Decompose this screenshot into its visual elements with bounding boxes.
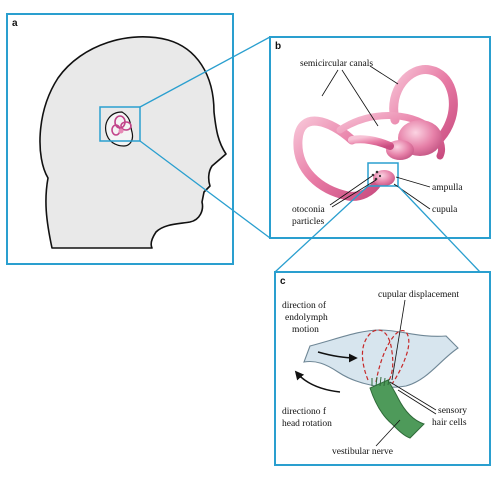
panel-a: a [6, 13, 234, 265]
panel-c-letter: c [280, 276, 286, 287]
zoom-line-b-c-left [274, 185, 369, 273]
zoom-line-a-b-bottom [139, 140, 271, 239]
leader-otoconia-1 [329, 175, 373, 206]
otoconia-dot [375, 170, 379, 174]
panel-c: c cupular displacement direction of endo… [274, 271, 491, 466]
cupula-outline-displaced [375, 330, 410, 385]
head-outline [39, 36, 227, 249]
mini-inner-ear-icon [111, 115, 132, 136]
label-head-rotation-1: directiono f [282, 406, 327, 417]
zoom-line-b-c-right [397, 185, 481, 273]
leader-nerve [375, 419, 401, 447]
endolymph-arrow-icon [317, 351, 358, 363]
label-hair-cells: hair cells [432, 418, 467, 428]
zoom-line-a-b-top [139, 36, 271, 108]
panel-b: b semicircular canals ot [269, 36, 491, 239]
label-semicircular-canals: semicircular canals [300, 59, 373, 69]
label-head-rotation-2: head rotation [282, 419, 332, 429]
panel-b-frame [269, 36, 491, 239]
ampulla-bulb [373, 170, 395, 186]
otoconia-dot [374, 177, 378, 181]
label-otoconia: otoconia [292, 205, 325, 215]
panel-a-letter: a [12, 18, 18, 29]
leader-hair-2 [397, 389, 437, 415]
leader-otoconia-2 [331, 179, 377, 208]
label-vestibular-nerve: vestibular nerve [332, 447, 393, 457]
label-endolymph-2: endolymph [285, 313, 328, 323]
leader-hair-1 [389, 381, 437, 411]
hair-cells [371, 376, 390, 387]
canal-anterior [293, 116, 383, 201]
leader-canals-1 [321, 69, 339, 97]
leader-ampulla [395, 176, 431, 188]
panel-b-letter: b [275, 41, 281, 52]
label-ampulla: ampulla [432, 183, 463, 193]
semicircular-canals [293, 65, 458, 201]
label-sensory: sensory [438, 406, 467, 416]
leader-canals-3 [369, 65, 399, 85]
label-endolymph-1: direction of [282, 300, 327, 311]
leader-canals-2 [341, 69, 379, 127]
label-cupular-displacement: cupular displacement [378, 290, 459, 300]
label-endolymph-3: motion [292, 325, 319, 335]
zoom-box-b [367, 162, 399, 187]
head-rotation-arrow-icon [294, 370, 341, 393]
otoconia-dot [378, 174, 382, 178]
vestibular-nerve [369, 379, 425, 439]
zoom-box-a [99, 106, 141, 142]
cupula-outline-rest [361, 329, 394, 383]
crus-commune [348, 135, 394, 150]
otoconia-dot [371, 173, 375, 177]
leader-cupular [391, 299, 406, 381]
label-cupula: cupula [432, 205, 458, 215]
label-particles: particles [292, 217, 324, 227]
